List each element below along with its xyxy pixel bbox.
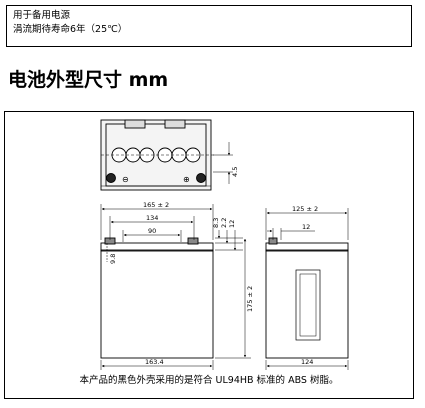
front-view (100, 204, 251, 370)
battery-dimension-drawing: ⊖ ⊕ 4.5 (100, 119, 349, 370)
negative-terminal-top (106, 173, 116, 183)
usage-text: 用于备用电源 (13, 10, 71, 21)
dim-top-height: 4.5 (231, 167, 239, 177)
dim-overall-width: 165 ± 2 (143, 201, 169, 209)
dim-terminal-inner: 90 (148, 227, 156, 235)
side-view (265, 208, 349, 370)
section-title: 电池外型尺寸 mm (8, 69, 169, 91)
material-note: 本产品的黑色外壳采用的是符合 UL94HB 标准的 ABS 树脂。 (79, 375, 339, 386)
dim-8-3: 8.3 (212, 218, 220, 228)
top-view: ⊖ ⊕ (100, 119, 233, 191)
dim-body-width: 163.4 (145, 358, 164, 366)
dim-side-12: 12 (302, 223, 310, 231)
svg-text:⊕: ⊕ (183, 175, 190, 184)
dim-12: 12 (228, 220, 236, 228)
dim-side-body: 124 (301, 358, 313, 366)
dim-terminal-span: 134 (146, 214, 158, 222)
dimension-drawing-frame: ⊖ ⊕ 4.5 (4, 111, 414, 399)
spec-info-box: 用于备用电源 涓流期待寿命6年（25℃） (6, 5, 412, 47)
dim-9-8: 9.8 (109, 254, 117, 264)
svg-text:⊖: ⊖ (122, 175, 129, 184)
positive-terminal-top (196, 173, 206, 183)
life-expectancy-text: 涓流期待寿命6年（25℃） (13, 24, 128, 35)
dim-2-2: 2.2 (220, 218, 228, 228)
dim-side-width: 125 ± 2 (292, 205, 318, 213)
dim-overall-height: 175 ± 2 (246, 286, 254, 312)
